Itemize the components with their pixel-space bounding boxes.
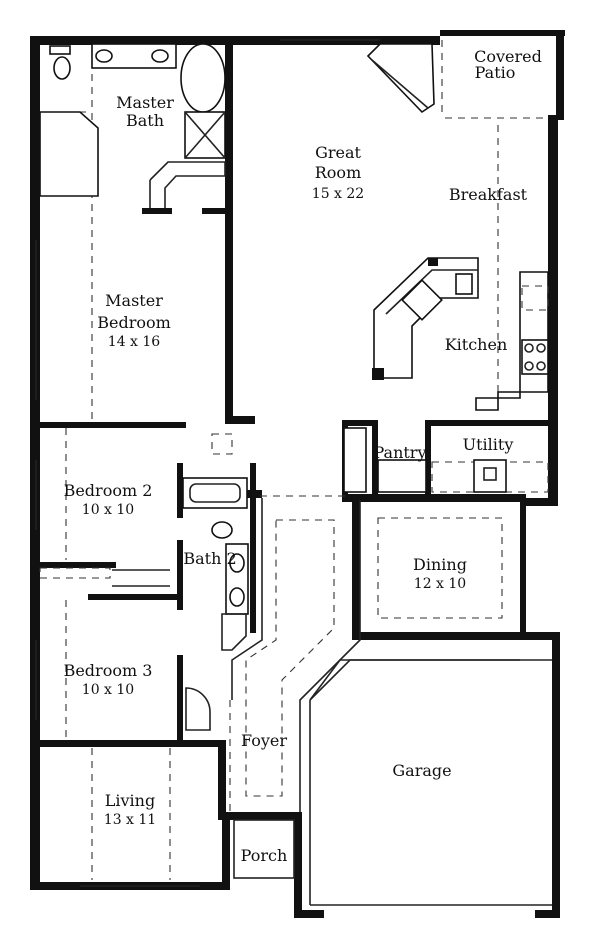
room-labels: Covered Patio Master Bath Great Room 15 …	[64, 47, 542, 865]
breakfast-label: Breakfast	[449, 185, 528, 204]
bathtub	[182, 477, 248, 509]
dishwasher	[455, 273, 473, 295]
living-size: 13 x 11	[104, 812, 156, 828]
bedroom2-label: Bedroom 2	[64, 481, 153, 500]
sink	[229, 587, 245, 607]
great-room-label-2: Room	[315, 163, 361, 182]
utility-label: Utility	[463, 435, 514, 454]
covered-patio-label: Covered	[474, 47, 542, 66]
garage-label: Garage	[392, 761, 451, 780]
master-bath-label-2: Bath	[126, 111, 164, 130]
closet-shelf	[39, 111, 99, 197]
foyer-label: Foyer	[241, 731, 287, 750]
windows	[35, 39, 380, 887]
bathtub	[180, 43, 226, 113]
master-bedroom-label-2: Bedroom	[97, 313, 171, 332]
toilet	[53, 56, 71, 80]
bedroom2-size: 10 x 10	[82, 502, 134, 518]
bedroom3-size: 10 x 10	[82, 682, 134, 698]
doors	[112, 569, 211, 731]
pantry-shelving	[377, 459, 427, 493]
pantry-label: Pantry	[373, 443, 426, 462]
kitchen-counter	[475, 271, 549, 411]
interior-walls	[36, 42, 555, 820]
kitchen-sink	[401, 279, 443, 321]
bath2-fixtures	[182, 477, 249, 651]
master-bedroom-label: Master	[105, 291, 163, 310]
kitchen-label: Kitchen	[445, 335, 508, 354]
pantry-utility-fixtures	[343, 427, 507, 493]
toilet	[211, 521, 233, 539]
living-label: Living	[105, 791, 155, 810]
master-bath-label: Master	[116, 93, 174, 112]
bath2-label: Bath 2	[183, 549, 236, 568]
pantry-shelf	[343, 427, 367, 493]
garage-outline	[309, 659, 552, 906]
kitchen-fixtures	[372, 257, 549, 411]
covered-patio-label-2: Patio	[475, 63, 516, 82]
master-bedroom-size: 14 x 16	[108, 334, 161, 350]
porch-outline	[233, 819, 295, 879]
sink	[229, 553, 245, 573]
great-room-size: 15 x 22	[312, 186, 364, 202]
bedroom3-label: Bedroom 3	[64, 661, 153, 680]
master-bath-fixtures	[39, 43, 226, 208]
sink	[151, 49, 169, 63]
dashed-lines	[39, 40, 549, 880]
dining-size: 12 x 10	[414, 576, 466, 592]
foyer-outline	[231, 498, 520, 812]
great-room-label: Great	[315, 143, 361, 162]
dining-label: Dining	[413, 555, 467, 574]
fireplace	[366, 43, 435, 114]
porch-label: Porch	[241, 846, 288, 865]
sink	[95, 49, 113, 63]
refrigerator	[521, 285, 549, 311]
toilet-tank	[49, 45, 71, 55]
utility-sink	[473, 459, 507, 493]
